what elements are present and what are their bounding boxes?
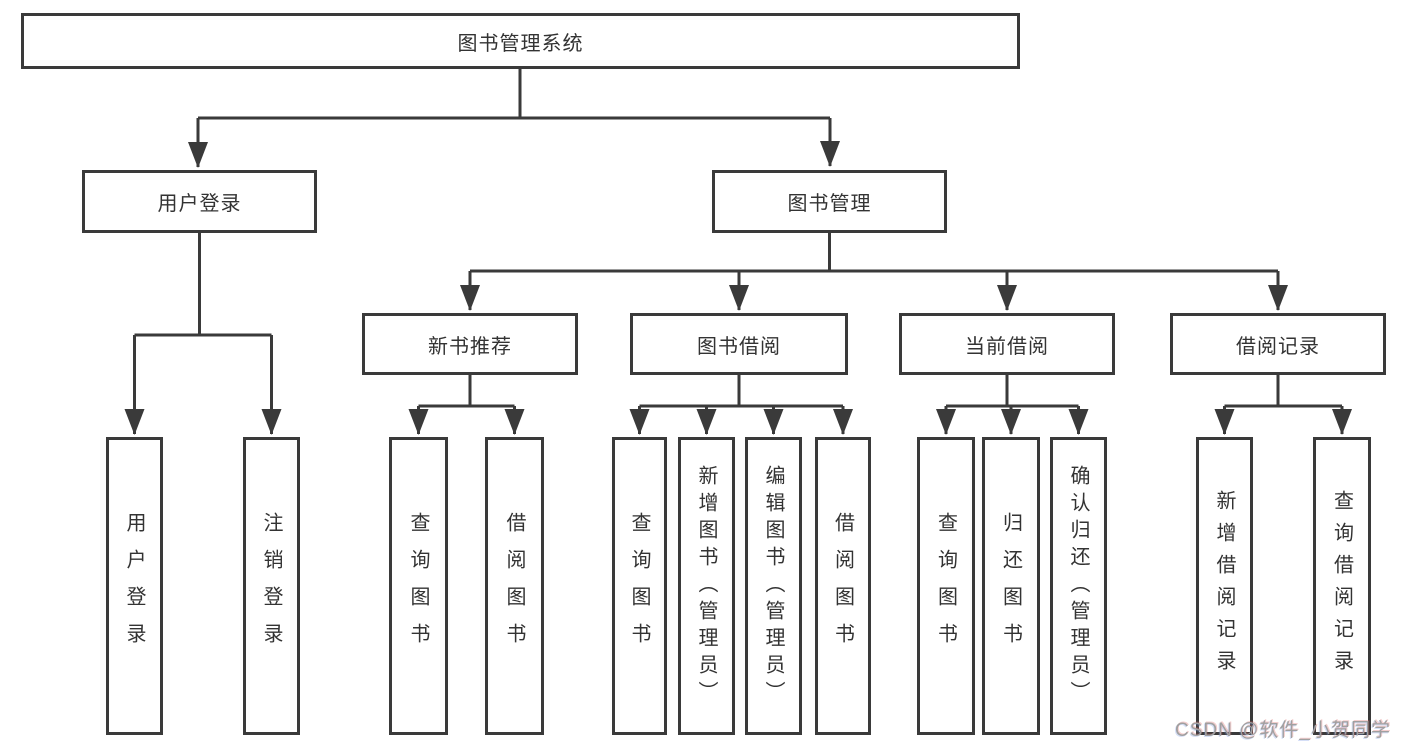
- node-label: 新书推荐: [428, 335, 512, 358]
- leaf-label: 借阅图书: [503, 512, 525, 660]
- leaf-label: 借阅图书: [831, 512, 854, 660]
- leaf-borrow-books: 借阅图书: [815, 437, 871, 735]
- leaf-borrow-books-recommend: 借阅图书: [485, 437, 544, 735]
- leaf-query-books-current: 查询图书: [917, 437, 975, 735]
- watermark: CSDN @软件_小贺同学: [1175, 720, 1391, 741]
- leaf-add-books-admin: 新增图书（管理员）: [678, 437, 735, 735]
- leaf-confirm-return-admin: 确认归还（管理员）: [1050, 437, 1107, 735]
- node-label: 用户登录: [157, 193, 242, 215]
- leaf-query-books-borrowing: 查询图书: [612, 437, 667, 735]
- node-label: 当前借阅: [965, 335, 1049, 358]
- leaf-label: 用户登录: [123, 512, 145, 660]
- node-library-management-system: 图书管理系统: [21, 13, 1020, 69]
- node-user-login: 用户登录: [82, 170, 317, 233]
- leaf-label: 确认归还（管理员）: [1067, 464, 1089, 708]
- node-label: 图书管理系统: [457, 32, 584, 55]
- leaf-logout: 注销登录: [243, 437, 300, 735]
- leaf-edit-books-admin: 编辑图书（管理员）: [745, 437, 802, 735]
- leaf-label: 新增图书（管理员）: [695, 464, 717, 708]
- node-new-book-recommendation: 新书推荐: [362, 313, 578, 375]
- node-book-management: 图书管理: [712, 170, 947, 233]
- node-label: 图书借阅: [697, 335, 781, 358]
- node-label: 借阅记录: [1236, 335, 1320, 358]
- leaf-query-books-recommend: 查询图书: [389, 437, 448, 735]
- leaf-add-borrow-record: 新增借阅记录: [1196, 437, 1253, 735]
- leaf-query-borrow-record: 查询借阅记录: [1313, 437, 1371, 735]
- node-book-borrowing: 图书借阅: [630, 313, 848, 375]
- leaf-label: 查询图书: [934, 512, 957, 660]
- leaf-return-books: 归还图书: [982, 437, 1040, 735]
- node-borrowing-records: 借阅记录: [1170, 313, 1386, 375]
- leaf-user-login: 用户登录: [106, 437, 163, 735]
- leaf-label: 查询图书: [407, 512, 429, 660]
- leaf-label: 查询图书: [628, 512, 650, 660]
- leaf-label: 查询借阅记录: [1330, 490, 1353, 682]
- leaf-label: 新增借阅记录: [1213, 490, 1235, 682]
- node-label: 图书管理: [787, 193, 872, 215]
- leaf-label: 编辑图书（管理员）: [762, 464, 784, 708]
- leaf-label: 注销登录: [260, 512, 282, 660]
- leaf-label: 归还图书: [999, 512, 1022, 660]
- node-current-borrowing: 当前借阅: [899, 313, 1115, 375]
